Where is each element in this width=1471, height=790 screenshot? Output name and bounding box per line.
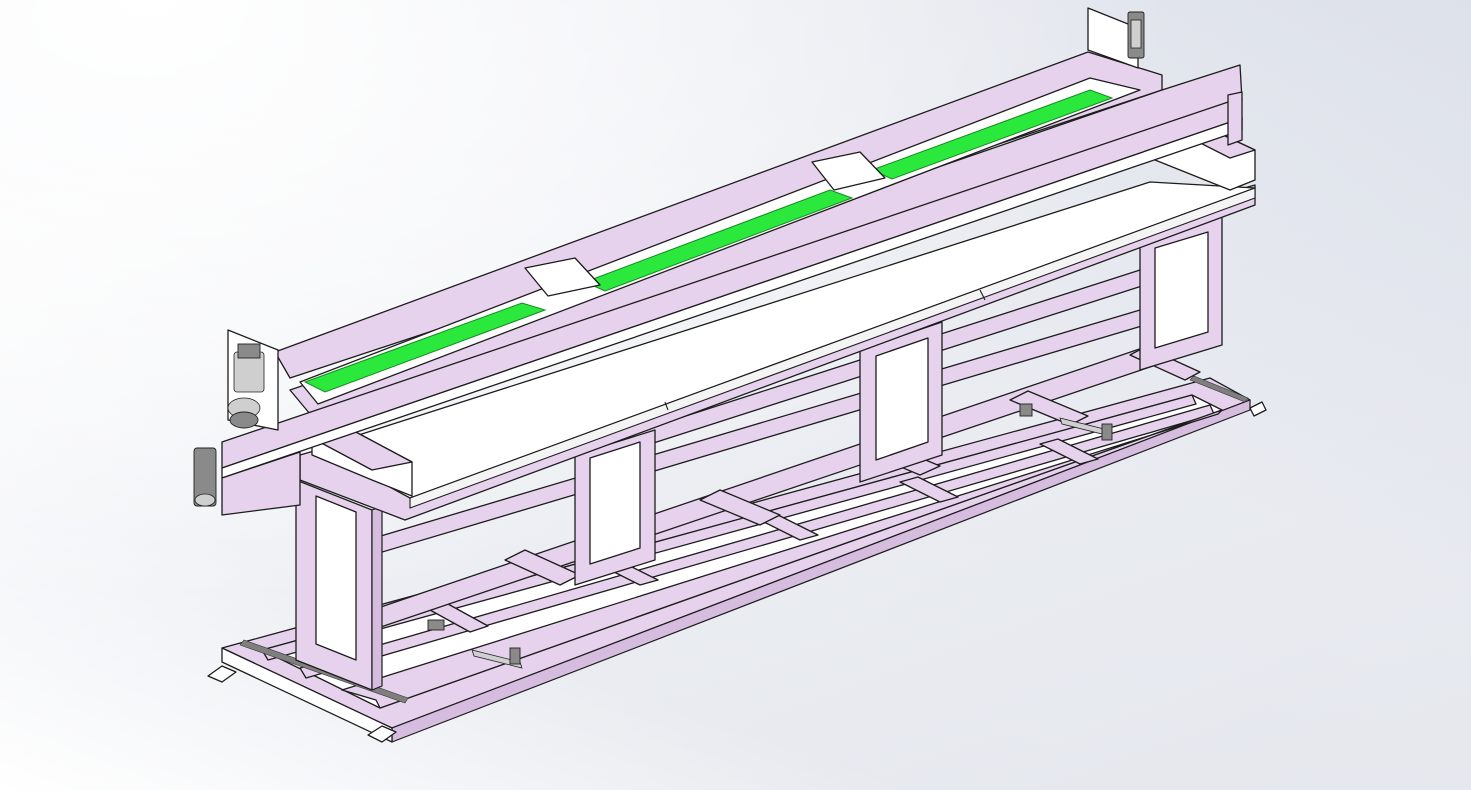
stopper-rear: [1019, 403, 1033, 417]
end-plate-rear: [1087, 7, 1139, 69]
upper-guide-frame[interactable]: [221, 51, 1243, 516]
motor-front-lower[interactable]: [193, 447, 217, 507]
motor-rear[interactable]: [1127, 11, 1145, 59]
rear-leg[interactable]: [1139, 214, 1223, 371]
front-leg-left[interactable]: [295, 479, 383, 691]
middle-leg-1[interactable]: [574, 429, 656, 586]
motor-front-upper[interactable]: [227, 343, 265, 429]
belt-platform[interactable]: [299, 181, 1256, 521]
base-frame[interactable]: [221, 377, 1251, 743]
leveling-feet: [207, 401, 1267, 743]
cylinder-base-front: [471, 647, 523, 669]
cylinder-base-rear: [1059, 417, 1113, 441]
rear-post: [1227, 91, 1243, 146]
stopper-front: [427, 619, 445, 631]
